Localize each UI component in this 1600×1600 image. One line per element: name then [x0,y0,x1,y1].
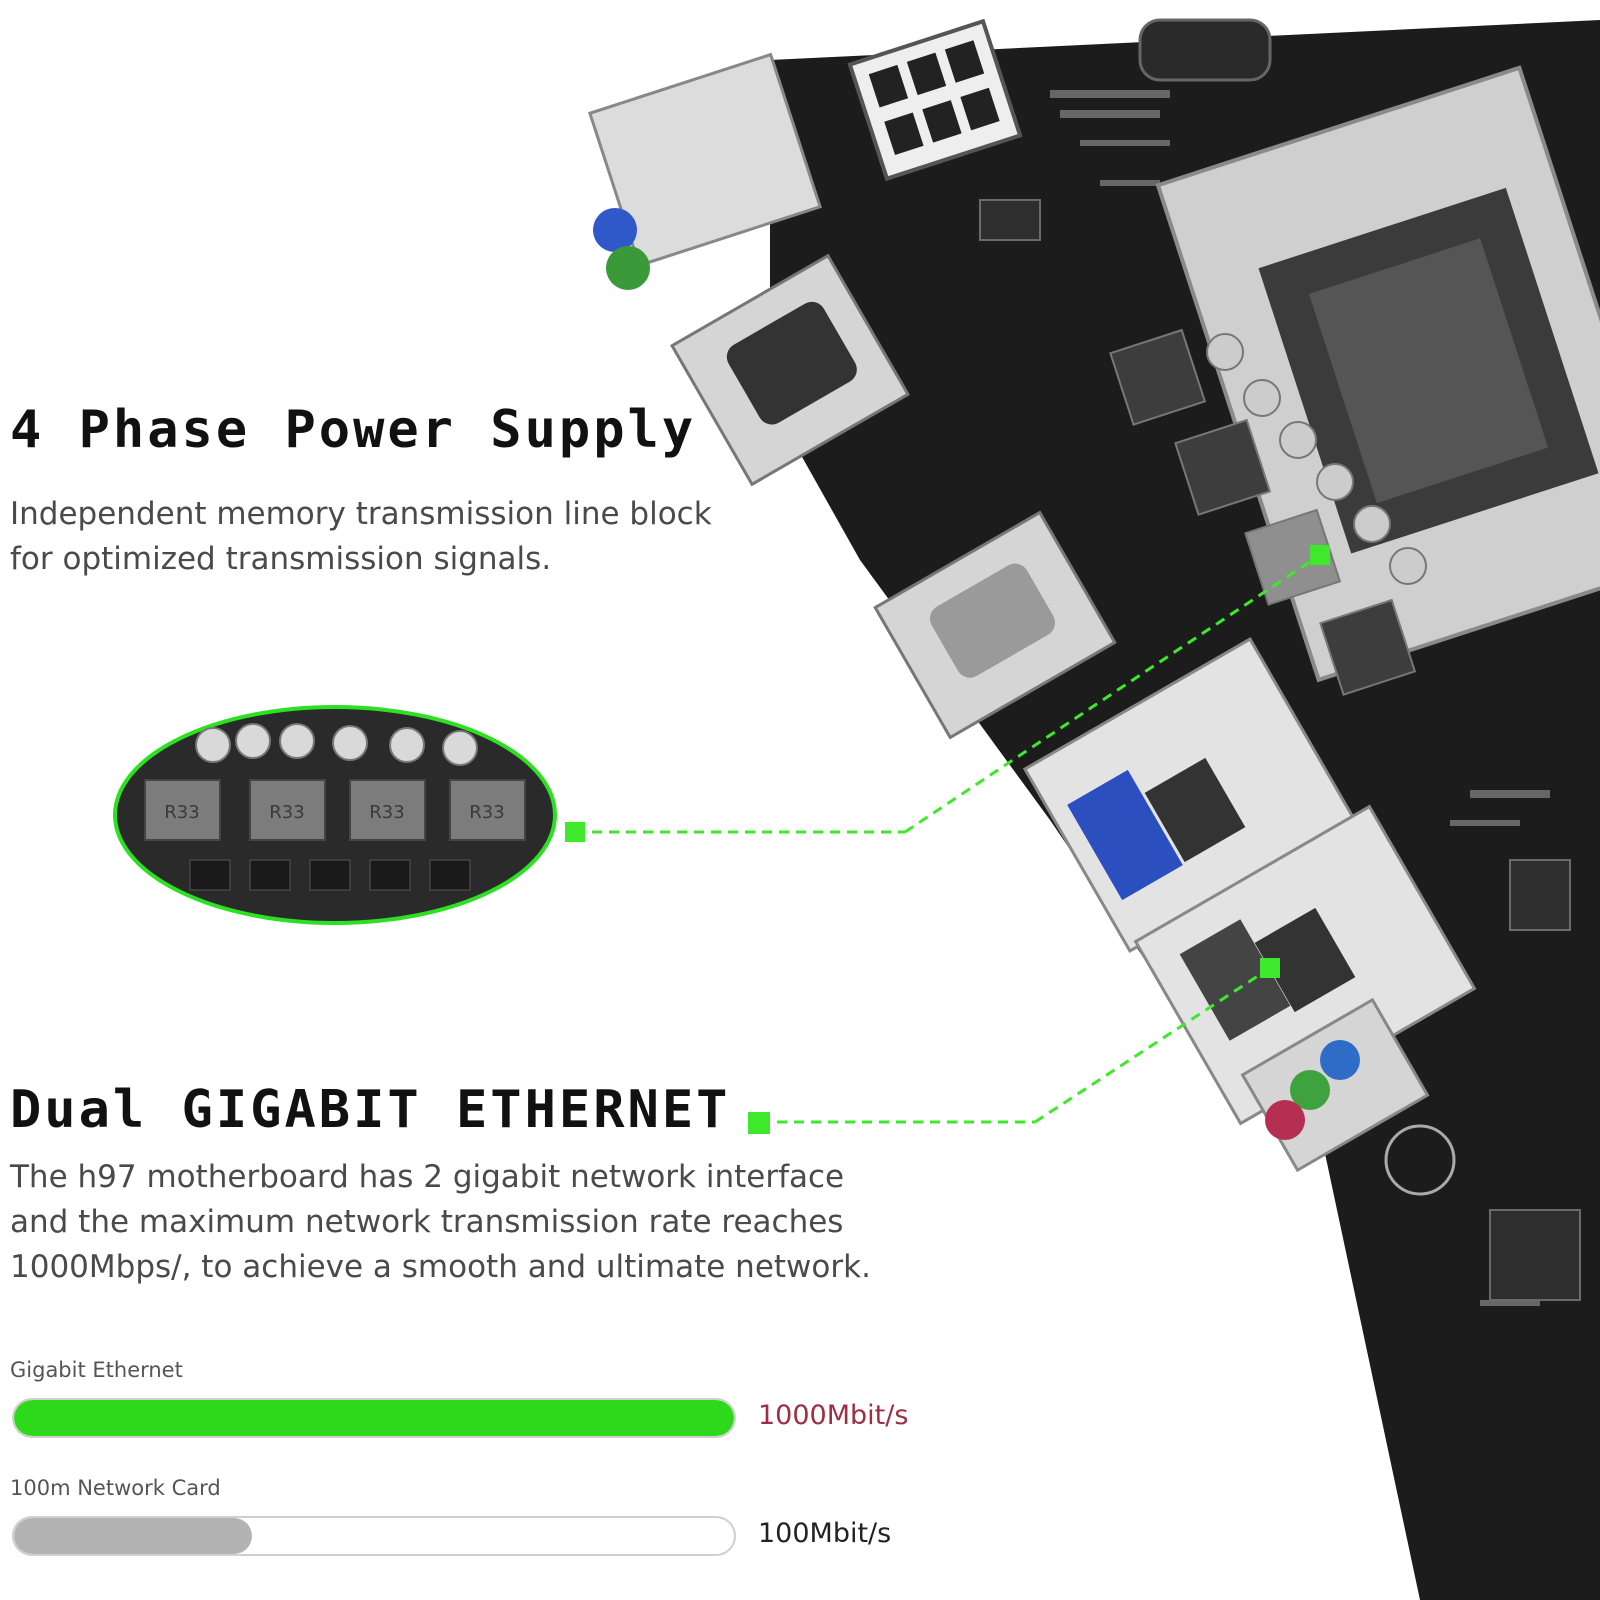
capacitors [1206,333,1427,585]
board-chips [979,199,1581,1301]
callout-dot [748,1112,770,1134]
callout-dot [1310,545,1330,565]
inset-chip-label: R33 [469,802,504,823]
io-vga-port [670,253,910,487]
inset-chip-label: R33 [369,802,404,823]
io-ps2-port [588,52,822,290]
100m-bar-fill [14,1518,252,1554]
description-line: for optimized transmission signals. [10,541,552,577]
board-mount-hole [1384,1124,1456,1196]
ethernet-description: The h97 motherboard has 2 gigabit networ… [10,1155,871,1290]
description-line: The h97 motherboard has 2 gigabit networ… [10,1159,845,1195]
callout-line-power-diag [904,553,1321,834]
power-supply-heading: 4 Phase Power Supply [10,400,697,460]
description-line: and the maximum network transmission rat… [10,1204,844,1240]
description-line: Independent memory transmission line blo… [10,496,712,532]
ethernet-heading: Dual GIGABIT ETHERNET [10,1080,731,1140]
silkscreen-text [1050,90,1550,1306]
100m-bar-value: 100Mbit/s [758,1518,892,1549]
io-serial-port [873,510,1117,740]
inset-power-phase-photo: R33 R33 R33 R33 [113,705,557,925]
100m-bar-label: 100m Network Card [10,1476,221,1500]
power-supply-description: Independent memory transmission line blo… [10,492,712,582]
io-audio-jacks [1240,997,1430,1173]
inset-chip-label: R33 [164,802,199,823]
description-line: 1000Mbps/, to achieve a smooth and ultim… [10,1249,871,1285]
gigabit-bar-value: 1000Mbit/s [758,1400,909,1431]
callout-dot [565,822,585,842]
gigabit-bar-fill [14,1400,734,1436]
gigabit-bar-label: Gigabit Ethernet [10,1358,183,1382]
chokes [1109,328,1417,696]
gigabit-bar-track [12,1398,736,1438]
cmos-battery [1138,18,1272,82]
callout-line-ethernet-diag [1034,966,1271,1124]
inset-chip-label: R33 [269,802,304,823]
100m-bar-track [12,1516,736,1556]
callout-dot [1260,958,1280,978]
